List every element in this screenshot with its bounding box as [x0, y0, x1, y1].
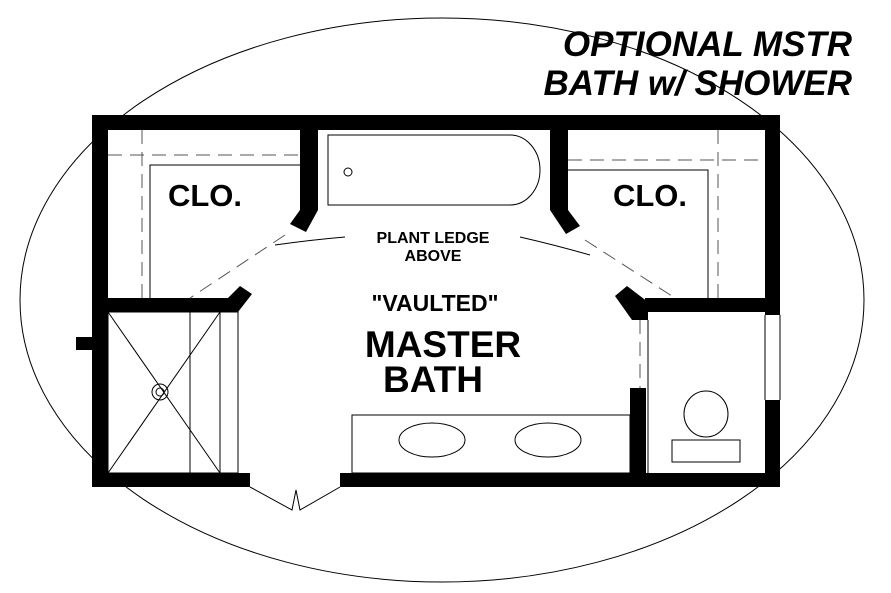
vanity — [351, 414, 631, 474]
bathtub — [327, 134, 541, 206]
room-label-vaulted: "VAULTED" — [371, 290, 498, 316]
sink-icon — [398, 422, 466, 458]
shower-drain-icon — [151, 383, 169, 401]
entry-door[interactable] — [249, 486, 341, 511]
dashed-lines — [108, 130, 765, 388]
highlight-oval — [19, 17, 865, 583]
closet-left-label: CLO. — [168, 178, 242, 213]
tub-drain-icon — [343, 167, 353, 177]
title-line1: OPTIONAL MSTR — [563, 25, 853, 64]
plant-ledge-arrows — [274, 236, 591, 256]
toilet — [647, 315, 781, 473]
plant-ledge-label: PLANT LEDGE — [377, 230, 490, 247]
room-label-master: MASTER — [365, 324, 521, 365]
shower — [107, 311, 239, 474]
closet-right-label: CLO. — [613, 178, 687, 213]
plant-ledge-label-above: ABOVE — [405, 248, 462, 265]
title-line2: BATH w/ SHOWER — [543, 64, 852, 103]
room-label-bath: BATH — [383, 359, 483, 400]
sink-icon — [514, 422, 582, 458]
walls — [76, 115, 780, 487]
